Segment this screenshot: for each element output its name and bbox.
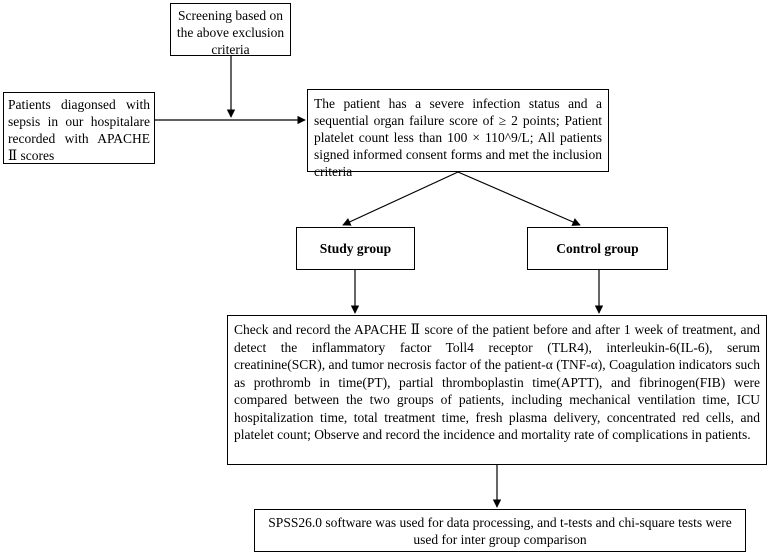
study-group-box: Study group: [296, 227, 415, 270]
analysis-text: SPSS26.0 software was used for data proc…: [268, 515, 732, 547]
analysis-box: SPSS26.0 software was used for data proc…: [254, 509, 746, 552]
inclusion-criteria-box: The patient has a severe infection statu…: [307, 89, 609, 179]
screening-box: Screening based on the above exclusion c…: [170, 3, 291, 57]
procedure-box: Check and record the APACHE Ⅱ score of t…: [227, 315, 767, 465]
patients-text: Patients diagonsed with sepsis in our ho…: [8, 97, 150, 163]
patients-box: Patients diagonsed with sepsis in our ho…: [3, 92, 155, 164]
study-group-label: Study group: [319, 241, 392, 256]
procedure-text: Check and record the APACHE Ⅱ score of t…: [234, 322, 760, 442]
arrow-inclusion-to-control: [457, 171, 581, 226]
inclusion-criteria-text: The patient has a severe infection statu…: [314, 96, 602, 179]
control-group-label: Control group: [556, 241, 639, 256]
control-group-box: Control group: [527, 227, 668, 270]
screening-text: Screening based on the above exclusion c…: [176, 8, 285, 57]
arrow-inclusion-to-study: [342, 171, 459, 226]
